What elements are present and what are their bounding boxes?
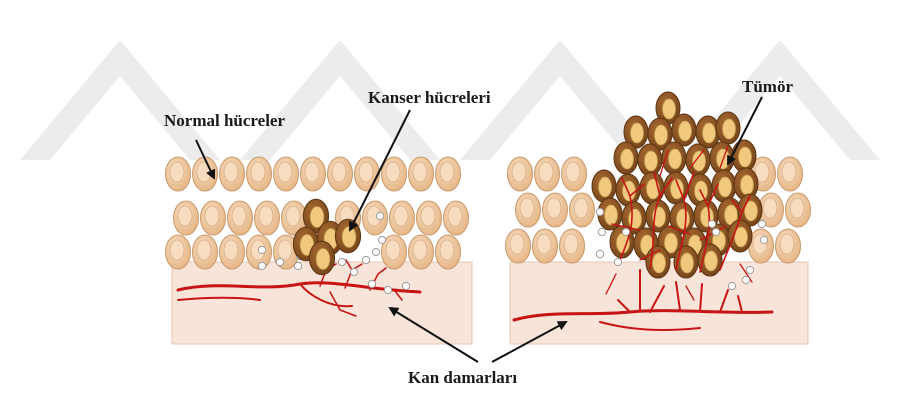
released-cell	[258, 262, 265, 269]
normal-cell	[778, 157, 803, 191]
normal-cell	[560, 229, 585, 263]
normal-cell	[328, 157, 353, 191]
normal-cell	[776, 229, 801, 263]
cancer-cell	[716, 112, 740, 144]
released-cell	[758, 220, 765, 227]
normal-cell	[274, 157, 299, 191]
normal-cell	[174, 201, 199, 235]
normal-cell	[166, 157, 191, 191]
normal-cell	[382, 157, 407, 191]
normal-cell	[562, 157, 587, 191]
normal-cell	[220, 157, 245, 191]
normal-cell	[409, 235, 434, 269]
cancer-cell	[309, 241, 334, 275]
released-cell	[378, 236, 385, 243]
cancer-cell	[640, 172, 664, 204]
released-cell	[350, 268, 357, 275]
normal-cell	[436, 157, 461, 191]
normal-cell	[570, 193, 595, 227]
normal-cell	[301, 157, 326, 191]
released-cell	[368, 280, 375, 287]
released-cell	[712, 228, 719, 235]
normal-cell	[255, 201, 280, 235]
released-cell	[622, 228, 629, 235]
cancer-cell	[672, 114, 696, 146]
released-cell	[760, 236, 767, 243]
released-cell	[258, 246, 265, 253]
cancer-cell	[335, 219, 360, 253]
normal-cell	[786, 193, 811, 227]
normal-cell	[228, 201, 253, 235]
cancer-cells-label: Kanser hücreleri	[368, 88, 491, 107]
normal-cell	[166, 235, 191, 269]
released-cell	[338, 258, 345, 265]
released-cell	[384, 286, 391, 293]
cancer-cell	[712, 170, 736, 202]
normal-cell	[533, 229, 558, 263]
normal-cell	[543, 193, 568, 227]
normal-cell	[535, 157, 560, 191]
released-cell	[276, 258, 283, 265]
released-cell	[598, 228, 605, 235]
normal-cell	[390, 201, 415, 235]
tumor-label: Tümör	[742, 77, 793, 96]
normal-cell	[417, 201, 442, 235]
cancer-cell	[732, 140, 756, 172]
tumor-stage-panel	[506, 92, 811, 344]
released-cell	[746, 266, 753, 273]
released-cell	[614, 258, 621, 265]
released-cell	[596, 250, 603, 257]
normal-cell	[409, 157, 434, 191]
normal-cell	[508, 157, 533, 191]
normal-cell	[201, 201, 226, 235]
normal-cell	[355, 157, 380, 191]
cancer-cell	[614, 142, 638, 174]
released-cell	[708, 220, 715, 227]
normal-cell	[193, 235, 218, 269]
cancer-cell	[728, 220, 752, 252]
cancer-cell	[638, 144, 662, 176]
released-cell	[362, 256, 369, 263]
released-cell	[294, 262, 301, 269]
normal-cell	[436, 235, 461, 269]
early-stage-panel	[166, 157, 473, 344]
released-cell	[596, 208, 603, 215]
cancer-cell	[686, 144, 710, 176]
released-cell	[372, 248, 379, 255]
normal-cell	[363, 201, 388, 235]
normal-cells-label: Normal hücreler	[164, 111, 285, 130]
released-cell	[728, 282, 735, 289]
normal-cell	[444, 201, 469, 235]
watermark-chevron	[20, 40, 220, 160]
released-cell	[402, 282, 409, 289]
blood-vessels-label: Kan damarları	[408, 368, 517, 387]
cancer-cell	[592, 170, 616, 202]
released-cell	[376, 212, 383, 219]
released-cell	[742, 276, 749, 283]
cancer-cell	[698, 244, 722, 276]
normal-cell	[220, 235, 245, 269]
normal-cell	[247, 157, 272, 191]
normal-cell	[506, 229, 531, 263]
normal-cell	[516, 193, 541, 227]
normal-cell	[193, 157, 218, 191]
